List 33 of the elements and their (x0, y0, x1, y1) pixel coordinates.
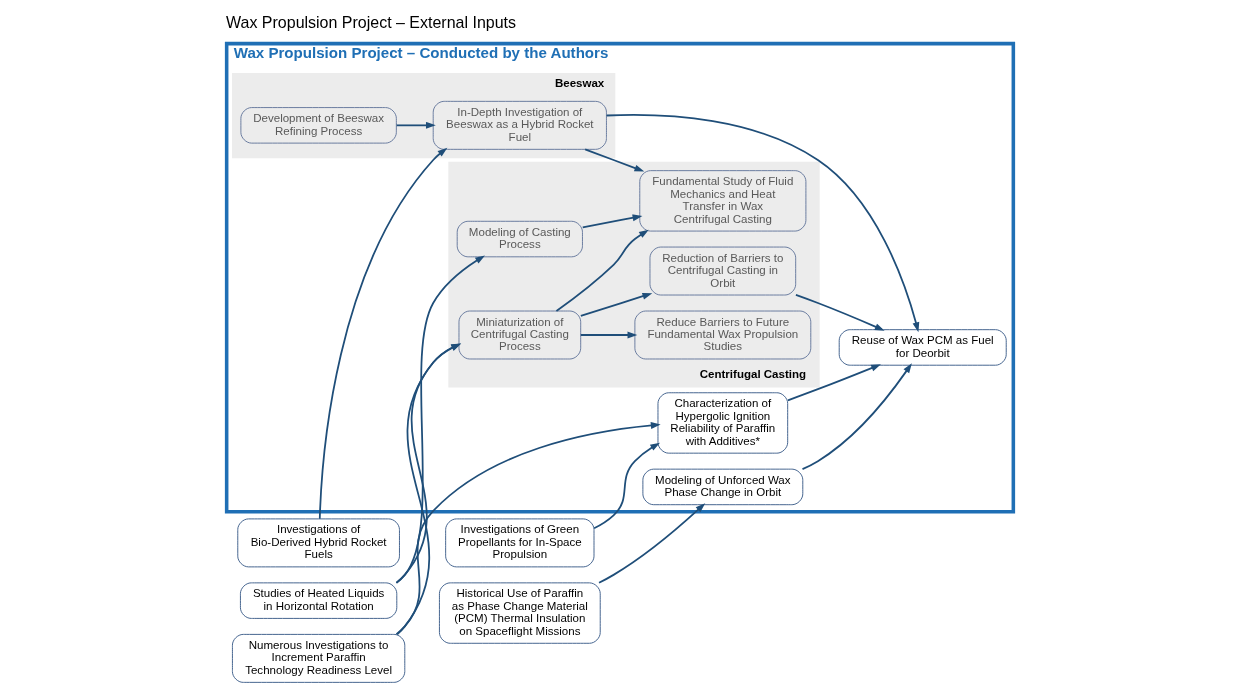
diagram-title: Wax Propulsion Project – External Inputs (225, 13, 516, 31)
node-box: Miniaturization of Centrifugal Casting Process (458, 310, 581, 360)
arrow (786, 364, 881, 402)
arrow (579, 292, 652, 317)
node-box: Reuse of Wax PCM as Fuel for Deorbit (838, 329, 1007, 366)
node-box: Reduce Barriers to Future Fundamental Wax Propulsion Studies (633, 310, 811, 360)
arrow (801, 363, 912, 470)
arrow (583, 148, 644, 172)
arrow (395, 121, 436, 129)
arrow (581, 214, 642, 229)
node-box: Modeling of Unforced Wax Phase Change in Orbit (641, 468, 803, 506)
node-box: Numerous Investigations to Increment Paraffin Technology Readiness Level (231, 633, 405, 683)
arrow (318, 147, 447, 520)
arrow (597, 503, 705, 584)
arrow (605, 114, 919, 333)
node-box: Investigations of Bio-Derived Hybrid Rocket Fuels (236, 518, 400, 568)
node-box: In-Depth Investigation of Beeswax as a Hybrid Rocket Fuel (432, 100, 607, 150)
node-box: Investigations of Green Propellants for In-Space Propulsion (444, 518, 594, 568)
arrow (395, 255, 485, 584)
arrow (794, 294, 885, 331)
node-box: Fundamental Study of Fluid Mechanics and Heat Transfer in Wax Centrifugal Casting (638, 170, 806, 232)
arrow (395, 422, 661, 636)
arrow (555, 229, 649, 312)
arrow (592, 442, 660, 530)
arrow (579, 331, 637, 339)
node-box: Development of Beeswax Refining Process (239, 107, 397, 144)
node-box: Characterization of Hypergolic Ignition Reliability of Paraffin with Additives* (657, 392, 788, 454)
node-box: Studies of Heated Liquids in Horizontal Rotation (239, 582, 397, 619)
node-box: Modeling of Casting Process (456, 220, 583, 258)
arrow (395, 343, 461, 584)
node-box: Reduction of Barriers to Centrifugal Casting in Orbit (649, 246, 796, 296)
node-box: Historical Use of Paraffin as Phase Change Material (PCM) Thermal Insulation on Spaceflight Missions (438, 582, 601, 644)
arrow (395, 343, 461, 636)
